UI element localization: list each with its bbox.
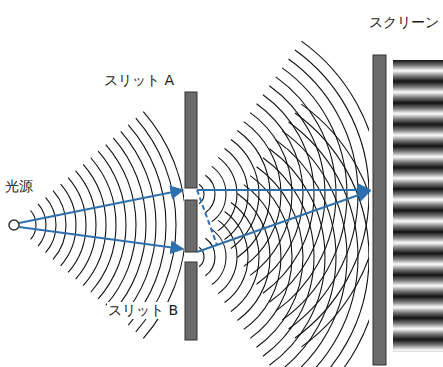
- wavefront-arc: [113, 138, 146, 312]
- wavefront-arc: [269, 86, 325, 302]
- wavefront-arc: [38, 204, 46, 246]
- wavefront-arc: [98, 151, 126, 299]
- wavefront-arc: [61, 184, 76, 266]
- label-text: 光源: [4, 178, 34, 195]
- wavefront-arc: [205, 238, 215, 275]
- label-text: スクリーン: [368, 14, 440, 31]
- wavefront-arc: [250, 113, 292, 276]
- wavefront-arc: [225, 148, 248, 239]
- rays: [19, 190, 370, 252]
- wavefront-arc: [244, 185, 281, 330]
- wavefront-arc: [212, 166, 226, 221]
- barrier-bottom: [185, 262, 197, 340]
- wavefront-arc: [76, 171, 96, 279]
- wavefront-arc: [282, 68, 347, 320]
- wavefront-arc: [237, 194, 270, 321]
- wavefront-arc: [276, 77, 336, 311]
- wavefront-arc: [46, 197, 56, 252]
- wavefront-arc: [31, 210, 36, 239]
- screen-plate: [373, 55, 386, 365]
- wavefront-arc: [91, 158, 116, 293]
- barrier-top: [185, 92, 197, 188]
- wavefront-arc: [289, 122, 358, 367]
- label-text: スリット B: [107, 302, 179, 319]
- wavefront-arc: [295, 113, 369, 367]
- wavefront-arc: [53, 191, 66, 260]
- wavefront-arc: [237, 131, 270, 258]
- wavefront-arc: [282, 131, 347, 367]
- wavefront-arc: [225, 211, 248, 302]
- wavefront-arc: [136, 118, 176, 332]
- label-text: スリット A: [103, 72, 175, 89]
- barrier-middle: [185, 200, 197, 252]
- source-wavefronts: [31, 112, 184, 339]
- wavefront-arc: [83, 164, 106, 285]
- slit-wavefronts: [199, 41, 369, 367]
- wavefront-arc: [205, 175, 215, 212]
- wavefront-arc: [250, 176, 292, 339]
- wavefront-arc: [68, 178, 86, 273]
- wavefront-arc: [263, 95, 314, 293]
- wavefront-arc: [301, 104, 369, 367]
- interference-fringes: [393, 60, 443, 352]
- wavefront-arc: [289, 59, 358, 329]
- light-source: [9, 220, 19, 230]
- wavefront-arc: [244, 122, 281, 267]
- wavefront-arc: [106, 145, 136, 306]
- wavefront-arc: [263, 158, 314, 356]
- wavefront-arc: [269, 149, 325, 365]
